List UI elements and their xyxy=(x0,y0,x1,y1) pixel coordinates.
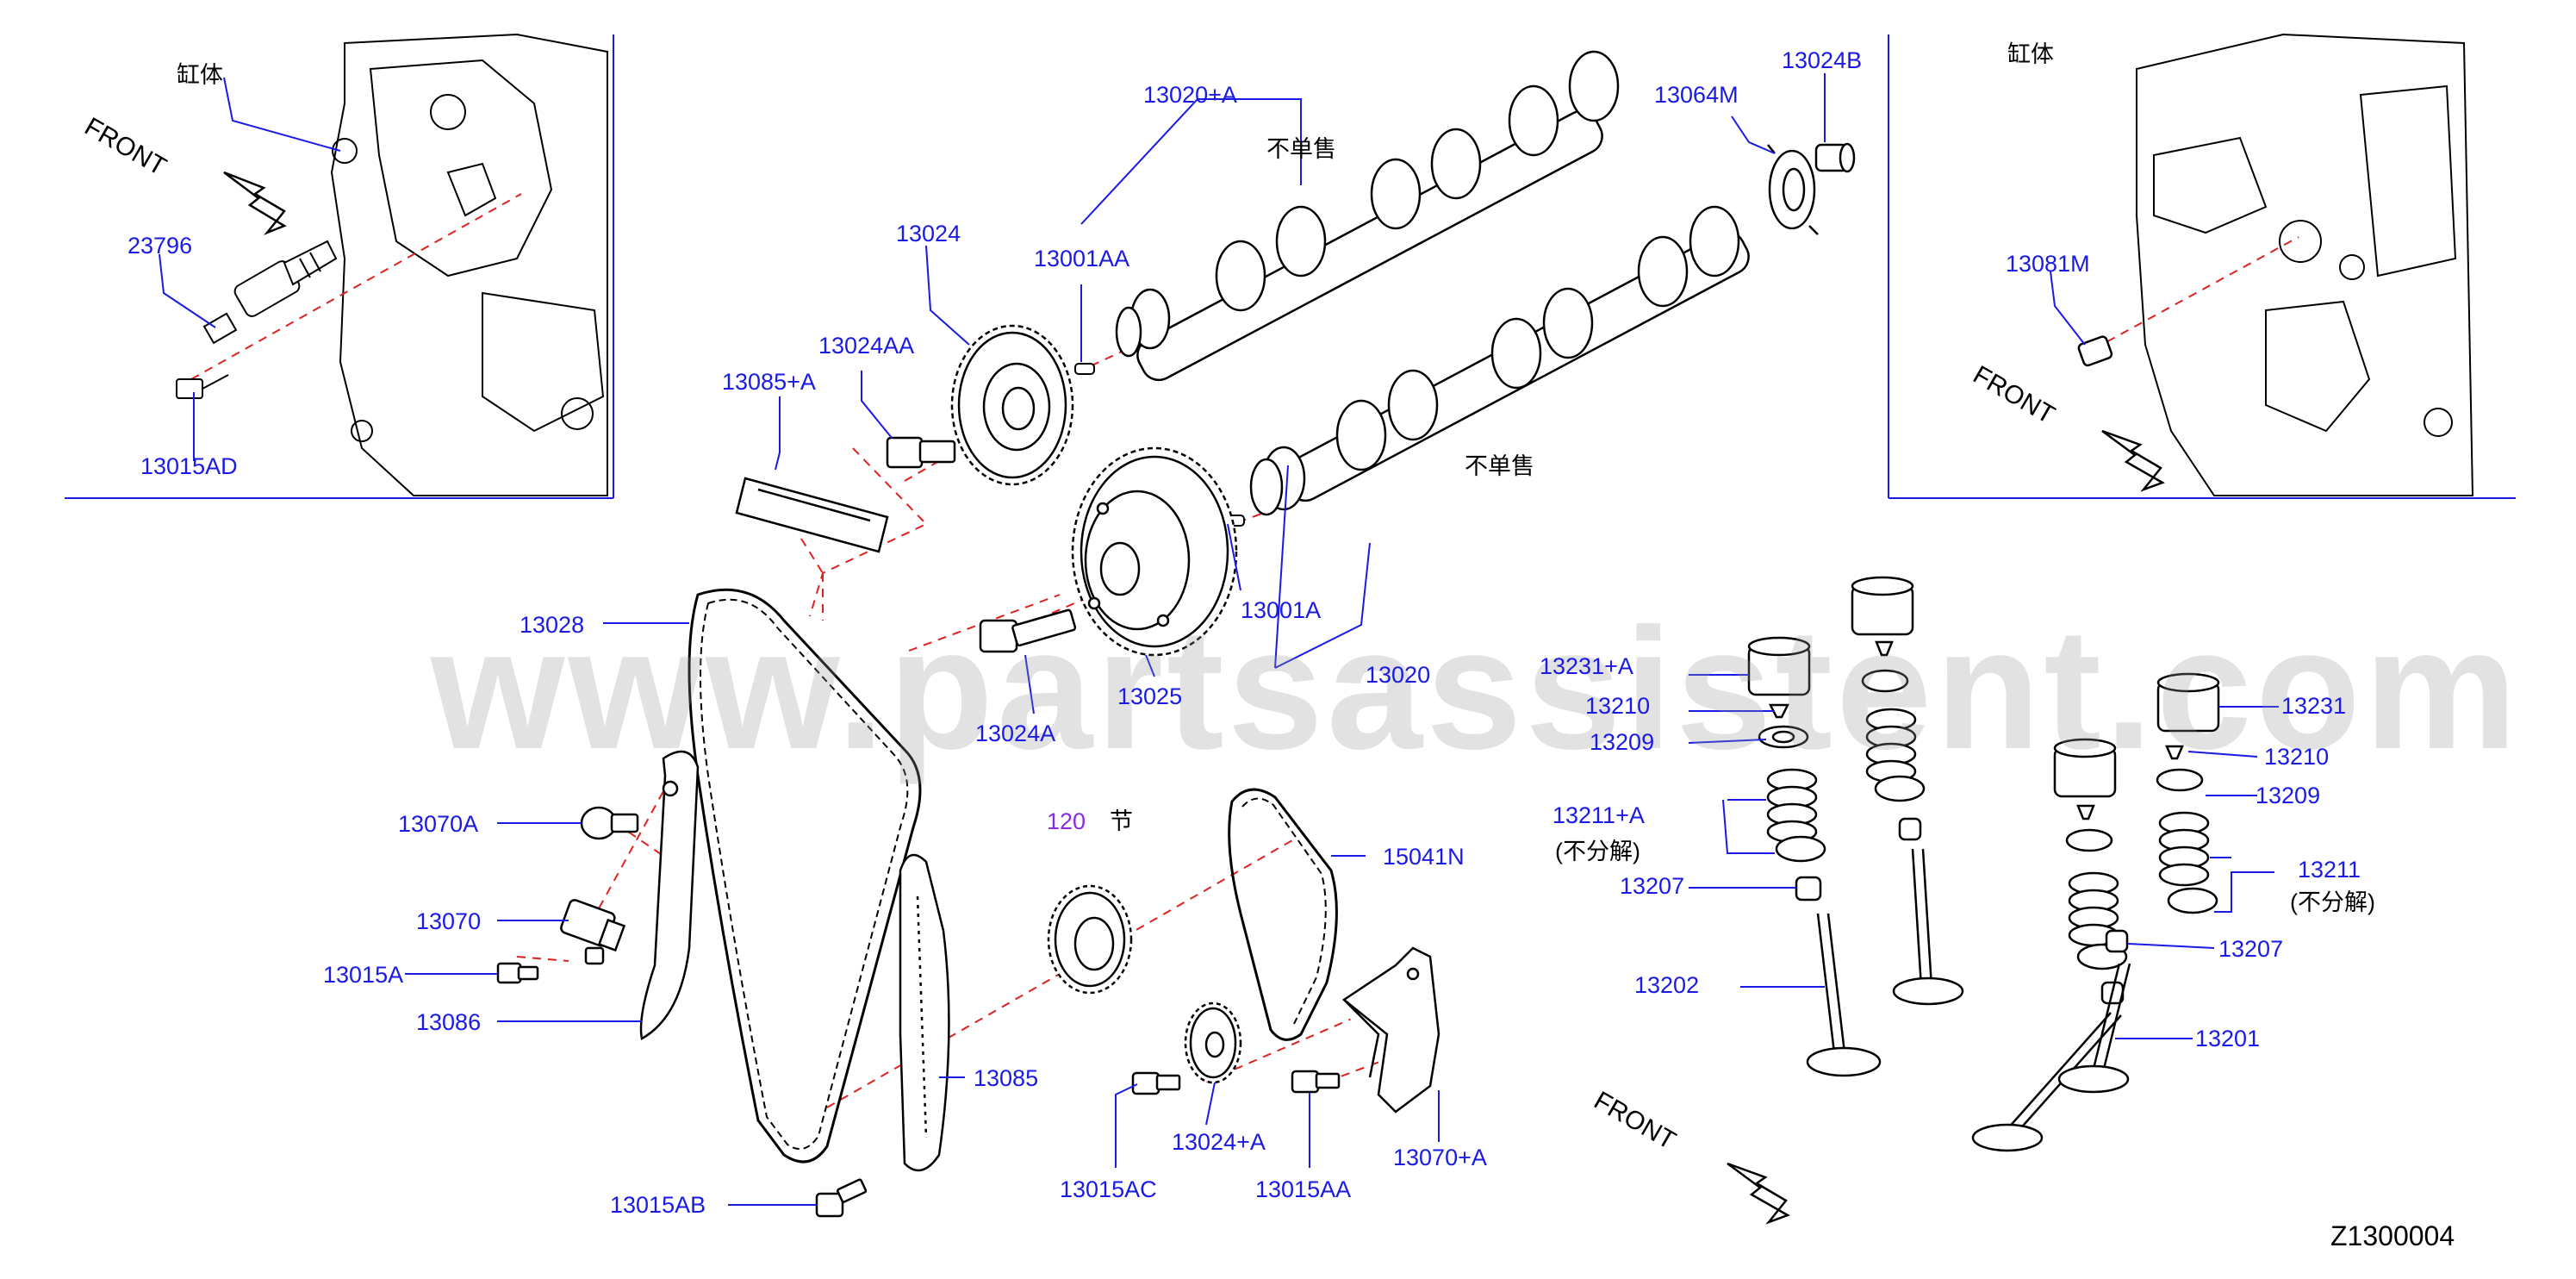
no-disassembly-label-right: (不分解) xyxy=(2290,889,2375,915)
valve-train-left-drawing xyxy=(1747,636,1882,1077)
not-sold-separately-label-lower: 不单售 xyxy=(1465,453,1534,479)
bolt-13070A-drawing xyxy=(580,806,639,840)
part-label-13015AA[interactable]: 13015AA xyxy=(1255,1176,1352,1202)
tension-guide-13085-drawing xyxy=(899,853,950,1172)
oil-pump-chain-15041N-drawing xyxy=(1228,788,1338,1041)
tensioner-13070-drawing xyxy=(560,899,626,965)
cylinder-block-label-left: 缸体 xyxy=(177,62,223,88)
camshaft-upper-drawing xyxy=(1115,50,1620,382)
slack-guide-13086-drawing xyxy=(639,750,700,1040)
part-label-13020-plus-A[interactable]: 13020+A xyxy=(1143,82,1237,108)
no-disassembly-label-left: (不分解) xyxy=(1555,839,1640,864)
bolt-13015AB-drawing xyxy=(815,1178,868,1218)
part-label-13024B[interactable]: 13024B xyxy=(1782,47,1863,73)
section-number-120[interactable]: 120 xyxy=(1047,808,1086,834)
part-label-13070-plus-A[interactable]: 13070+A xyxy=(1393,1145,1487,1170)
part-label-13231[interactable]: 13231 xyxy=(2281,693,2347,719)
part-label-13070A[interactable]: 13070A xyxy=(398,811,479,837)
bolt-13015AA-drawing xyxy=(1291,1070,1341,1094)
part-label-13024AA[interactable]: 13024AA xyxy=(818,333,915,359)
leader-lines xyxy=(159,73,2279,1206)
tensioner-13070Aplus-drawing xyxy=(1341,946,1440,1114)
diagram-code: Z1300004 xyxy=(2330,1220,2455,1251)
part-label-13081M[interactable]: 13081M xyxy=(2006,251,2090,277)
camshaft-sensor-23796-drawing xyxy=(176,240,338,399)
part-label-13211-plus-A[interactable]: 13211+A xyxy=(1552,802,1645,828)
bolt-13015AC-drawing xyxy=(1131,1071,1181,1095)
part-label-13210-right[interactable]: 13210 xyxy=(2264,744,2330,770)
front-arrow-2 xyxy=(2101,429,2165,492)
part-label-13210-left[interactable]: 13210 xyxy=(1585,693,1651,719)
part-label-13015AB[interactable]: 13015AB xyxy=(610,1192,706,1218)
bolt-13024A-drawing xyxy=(979,608,1077,653)
part-label-13028[interactable]: 13028 xyxy=(520,612,585,638)
inset-frame-right xyxy=(1888,34,2516,499)
part-label-13202[interactable]: 13202 xyxy=(1634,972,1700,998)
chain-guide-13085A-drawing xyxy=(735,477,889,553)
part-label-13001A[interactable]: 13001A xyxy=(1241,597,1322,623)
valve-train-middle-right-drawing xyxy=(1971,738,2128,1152)
timing-chain-13028-drawing xyxy=(688,588,922,1164)
part-label-13064M[interactable]: 13064M xyxy=(1654,82,1739,108)
sprocket-13024-drawing xyxy=(950,324,1074,486)
watermark-text: www.partsassistent.com xyxy=(431,593,2521,785)
part-label-13207-right[interactable]: 13207 xyxy=(2218,936,2284,962)
part-label-13015AD[interactable]: 13015AD xyxy=(140,453,238,479)
part-label-13211[interactable]: 13211 xyxy=(2298,857,2361,883)
part-label-13001AA[interactable]: 13001AA xyxy=(1034,246,1130,271)
part-label-13020[interactable]: 13020 xyxy=(1366,662,1431,688)
vtc-sprocket-13025-drawing xyxy=(1071,446,1238,657)
cylinder-block-right-drawing xyxy=(2136,33,2474,496)
part-label-13086[interactable]: 13086 xyxy=(416,1009,482,1035)
plug-13024B-drawing xyxy=(1814,142,1856,173)
part-label-13209-left[interactable]: 13209 xyxy=(1590,729,1655,755)
part-label-23796[interactable]: 23796 xyxy=(128,233,193,259)
part-label-13201[interactable]: 13201 xyxy=(2195,1026,2261,1051)
not-sold-separately-label-upper: 不单售 xyxy=(1266,136,1336,162)
front-arrow-3 xyxy=(1727,1162,1790,1225)
crank-sprocket-drawing xyxy=(1047,884,1133,995)
bolt-13024AA-drawing xyxy=(886,436,956,469)
part-label-15041N[interactable]: 15041N xyxy=(1383,844,1465,870)
section-label: 节 xyxy=(1110,808,1133,834)
bolt-13015A-drawing xyxy=(496,962,539,984)
part-label-13085[interactable]: 13085 xyxy=(974,1065,1039,1091)
part-label-13207-left[interactable]: 13207 xyxy=(1620,873,1685,899)
inset-frame-left xyxy=(65,34,614,499)
sensor-13081M-drawing xyxy=(2077,335,2113,367)
part-label-13024-plus-A[interactable]: 13024+A xyxy=(1172,1129,1266,1155)
valve-train-middle-left-drawing xyxy=(1851,576,1964,1006)
part-label-13209-right[interactable]: 13209 xyxy=(2256,783,2321,808)
valve-train-right-drawing xyxy=(2057,672,2220,1094)
front-arrow-1 xyxy=(223,171,287,235)
part-label-13070[interactable]: 13070 xyxy=(416,908,482,934)
part-label-13015A[interactable]: 13015A xyxy=(323,962,404,988)
part-label-13024A[interactable]: 13024A xyxy=(975,721,1056,746)
camshaft-plate-13064M-drawing xyxy=(1767,144,1819,235)
part-label-13024[interactable]: 13024 xyxy=(896,221,961,246)
camshaft-lower-drawing xyxy=(1249,205,1750,516)
part-label-13025[interactable]: 13025 xyxy=(1117,683,1183,709)
cylinder-block-label-right: 缸体 xyxy=(2007,41,2054,67)
cylinder-block-left-drawing xyxy=(330,33,608,496)
part-label-13015AC[interactable]: 13015AC xyxy=(1060,1176,1157,1202)
part-label-13085-plus-A[interactable]: 13085+A xyxy=(722,369,816,395)
oil-pump-sprocket-drawing xyxy=(1184,1001,1242,1084)
part-label-13231-plus-A[interactable]: 13231+A xyxy=(1540,653,1633,679)
